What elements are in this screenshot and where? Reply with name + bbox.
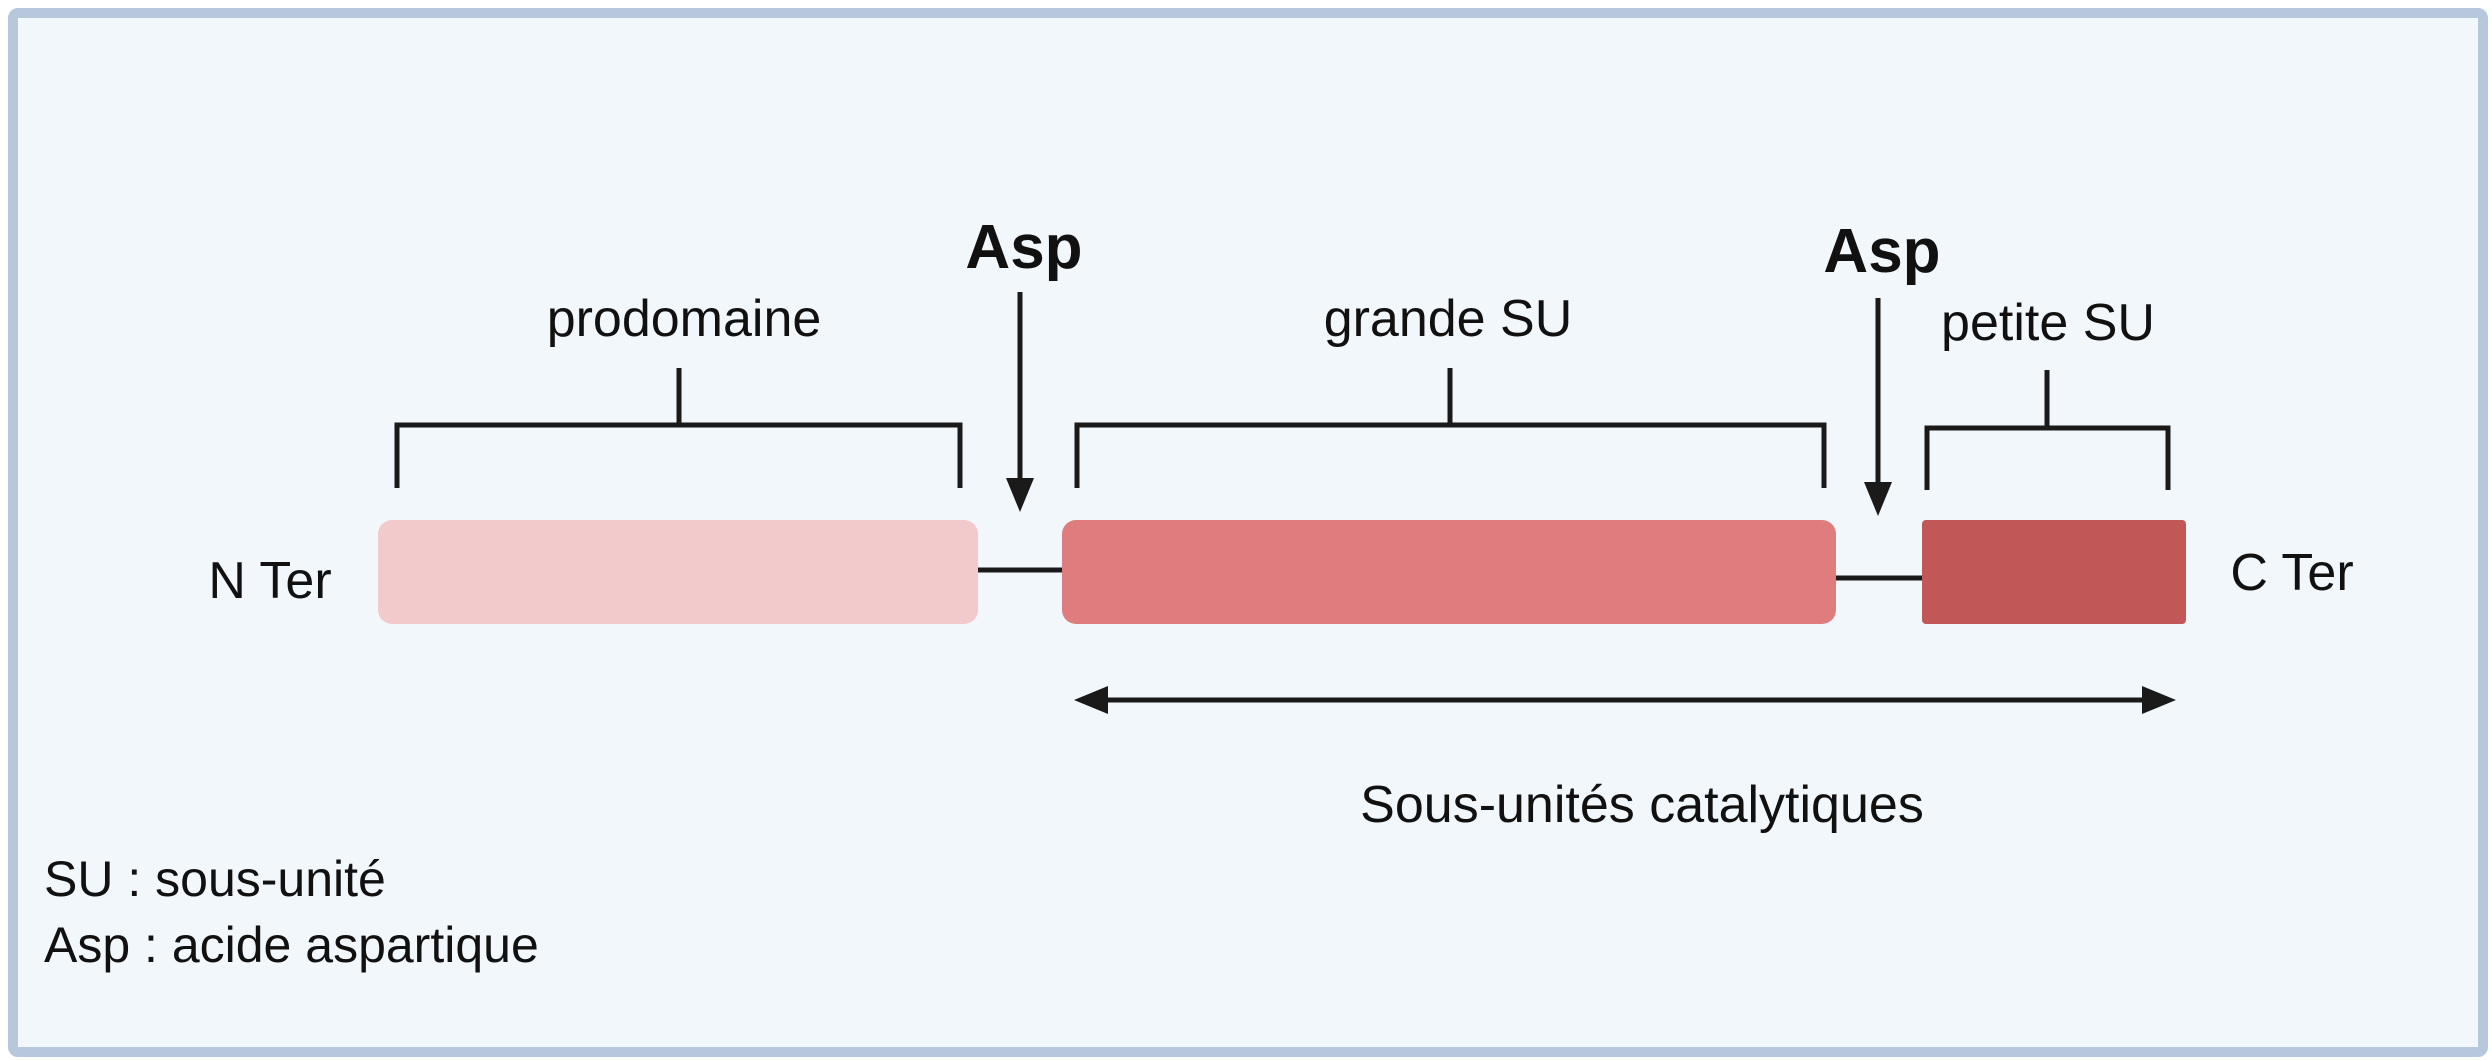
petite-su-bracket [1924,370,2171,490]
prodomaine-bracket [394,368,963,488]
grande-su-bracket [1074,368,1827,488]
asp-arrow-2 [1864,298,1892,516]
grande-su-bar [1062,520,1836,624]
prodomaine-bar [378,520,978,624]
prodomaine-label: prodomaine [547,290,822,348]
grande-su-label: grande SU [1324,290,1573,348]
asp-label-1: Asp [965,213,1082,282]
n-terminus-label: N Ter [208,552,331,610]
asp-label-2: Asp [1823,217,1940,286]
c-terminus-label: C Ter [2230,544,2353,602]
catalytic-span-arrow [1074,686,2176,714]
legend-asp: Asp : acide aspartique [44,917,539,973]
legend-su: SU : sous-unité [44,851,386,907]
asp-arrow-1 [1006,292,1034,512]
catalytic-span-label: Sous-unités catalytiques [1360,776,1924,834]
petite-su-bar [1922,520,2186,624]
petite-su-label: petite SU [1941,294,2155,352]
